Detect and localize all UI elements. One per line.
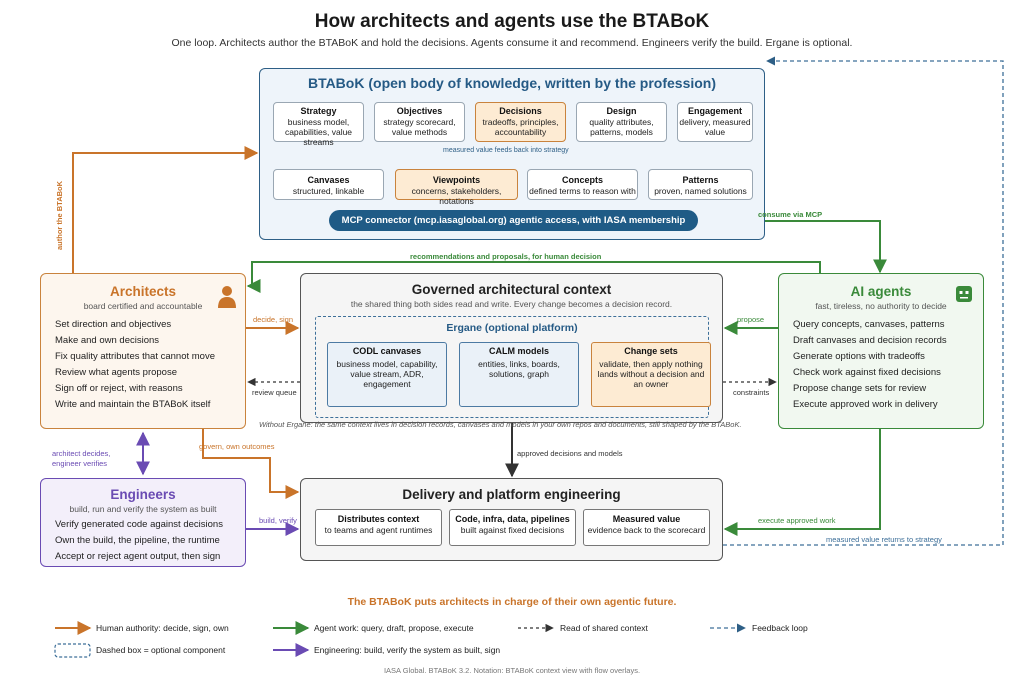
govern-label: govern, own outcomes [199,442,275,451]
mcp-connector: MCP connector (mcp.iasaglobal.org) agent… [329,210,698,231]
list-item: Write and maintain the BTABoK itself [55,399,211,410]
list-item: Accept or reject agent output, then sign [55,551,221,562]
engineers-list: Verify generated code against decisions … [55,517,223,565]
legend-engineering: Engineering: build, verify the system as… [314,645,501,655]
propose-label: propose [737,315,765,324]
build-verify-label: build, verify [259,516,297,525]
architects-panel: Architects board certified and accountab… [40,273,246,429]
consume-label: consume via MCP [758,210,823,219]
btabok-title: BTABoK (open body of knowledge, written … [307,75,717,91]
governed-title: Governed architectural context [411,282,612,297]
list-item: Execute approved work in delivery [793,399,938,410]
architect-decides-label: architect decides, [52,449,111,458]
author-arrow [72,146,259,273]
delivery-panel: Delivery and platform engineering Distri… [300,478,723,561]
btabok-panel: BTABoK (open body of knowledge, written … [259,68,765,240]
architects-subtitle: board certified and accountable [83,301,203,311]
list-item: Verify generated code against decisions [55,519,223,530]
page-title: How architects and agents use the BTABoK [314,11,710,32]
decide-sign-label: decide, sign [253,315,294,324]
list-item: Sign off or reject, with reasons [55,383,183,394]
list-item: Set direction and objectives [55,319,172,330]
feedback-label: measured value feeds back into strategy [443,147,569,154]
govern-arrow [202,429,300,499]
approved-label: approved decisions and models [517,449,623,458]
list-item: Review what agents propose [55,367,177,378]
list-item: Make and own decisions [55,335,160,346]
execute-arrow [723,429,881,536]
engineer-verifies-label: engineer verifies [52,459,108,468]
delivery-title: Delivery and platform engineering [402,487,621,502]
footer: IASA Global. BTABoK 3.2. Notation: BTABo… [383,666,641,675]
list-item: Check work against fixed decisions [793,367,941,378]
review-queue-label: review queue [252,388,297,397]
feedback-loop-arrow [723,56,1004,546]
engineers-panel: Engineers build, run and verify the syst… [40,478,246,567]
tagline: The BTABoK puts architects in charge of … [347,596,677,608]
engineers-subtitle: build, run and verify the system as buil… [69,504,217,514]
recommendations-arrow [246,261,821,293]
list-item: Query concepts, canvases, patterns [793,319,945,330]
page-subtitle: One loop. Architects author the BTABoK a… [171,37,853,49]
agents-panel: AI agents fast, tireless, no authority t… [778,273,984,429]
constraints-label: constraints [733,388,770,397]
legend-feedback: Feedback loop [752,623,808,633]
author-label: author the BTABoK [55,180,64,250]
list-item: Own the build, the pipeline, the runtime [55,535,220,546]
list-item: Generate options with tradeoffs [793,351,925,362]
list-item: Draft canvases and decision records [793,335,947,346]
robot-icon [956,286,972,302]
ergane-title: Ergane (optional platform) [446,322,578,334]
ergane-note: Without Ergane: the same context lives i… [259,420,742,429]
list-item: Fix quality attributes that cannot move [55,351,215,362]
legend-dashed: Dashed box = optional component [96,645,226,655]
architects-title: Architects [109,284,177,299]
execute-label: execute approved work [758,516,836,525]
legend-human: Human authority: decide, sign, own [96,623,229,633]
legend-agent: Agent work: query, draft, propose, execu… [314,623,474,633]
recommendations-label: recommendations and proposals, for human… [410,252,602,261]
ergane-box: Ergane (optional platform) CODL canvases… [315,316,711,418]
agents-subtitle: fast, tireless, no authority to decide [815,301,947,311]
engineers-title: Engineers [110,487,176,502]
measured-returns-label: measured value returns to strategy [826,535,942,544]
architects-list: Set direction and objectives Make and ow… [55,317,215,413]
governed-context-panel: Governed architectural context the share… [300,273,723,423]
legend-read: Read of shared context [560,623,648,633]
agents-list: Query concepts, canvases, patterns Draft… [793,317,947,413]
governed-subtitle: the shared thing both sides read and wri… [350,299,673,309]
list-item: Propose change sets for review [793,383,927,394]
agents-title: AI agents [850,284,912,299]
person-icon [218,286,236,308]
